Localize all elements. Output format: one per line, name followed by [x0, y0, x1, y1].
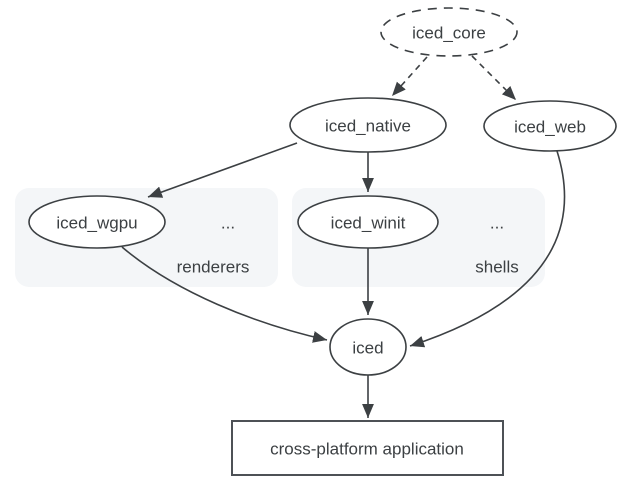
edge-iced_core-to-iced_web: [471, 55, 517, 101]
iced_winit-ellipse: [297, 195, 439, 249]
node-iced_winit: iced_winit: [297, 195, 439, 249]
iced_core-ellipse: [380, 7, 518, 57]
node-iced_web: iced_web: [483, 100, 617, 152]
edge-iced_wgpu-to-iced: [121, 246, 328, 343]
edge-iced_core-to-iced_native: [391, 56, 428, 97]
iced_web-label: iced_web: [514, 118, 586, 137]
renderers-ellipsis: ...: [221, 214, 235, 233]
node-application: cross-platform application: [231, 420, 504, 476]
iced_wgpu-ellipse: [28, 195, 166, 249]
shells-group-label: shells: [475, 258, 518, 277]
iced_web-ellipse: [483, 100, 617, 152]
renderers-group-label: renderers: [177, 258, 250, 277]
iced_winit-label: iced_winit: [331, 214, 406, 233]
node-iced: iced: [329, 318, 407, 376]
shells-ellipsis: ...: [490, 214, 504, 233]
edge-iced_web-to-iced: [409, 150, 566, 348]
node-iced_native: iced_native: [289, 97, 447, 153]
iced_native-label: iced_native: [325, 117, 411, 136]
application-rect: [231, 420, 504, 476]
iced-ellipse: [329, 318, 407, 376]
iced-label: iced: [352, 339, 383, 358]
iced_native-ellipse: [289, 97, 447, 153]
node-iced_core: iced_core: [380, 7, 518, 57]
iced_core-label: iced_core: [412, 24, 486, 43]
application-label: cross-platform application: [270, 440, 464, 459]
iced_wgpu-label: iced_wgpu: [56, 214, 137, 233]
edge-iced_native-to-iced_wgpu: [147, 142, 298, 198]
node-iced_wgpu: iced_wgpu: [28, 195, 166, 249]
